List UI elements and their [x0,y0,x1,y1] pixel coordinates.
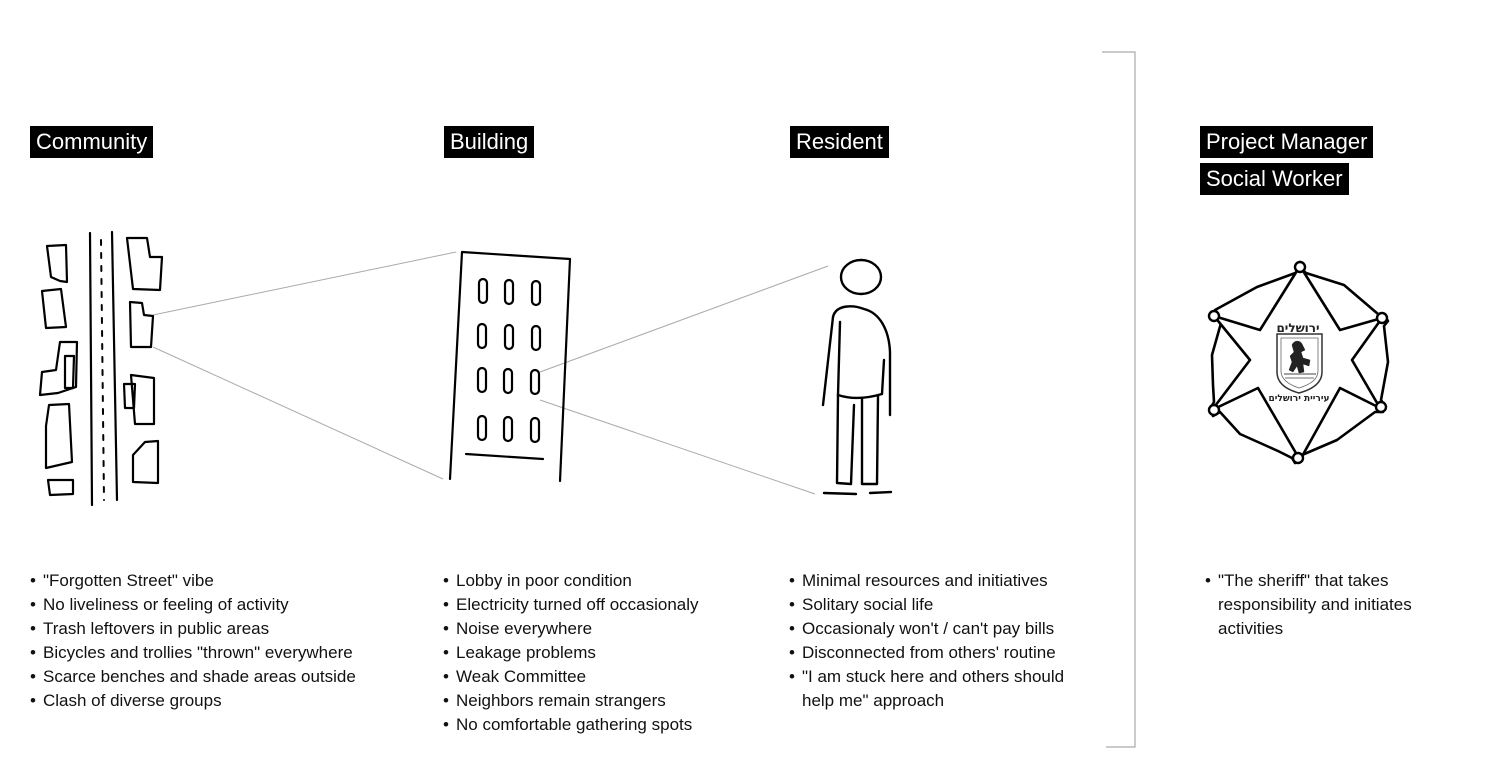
building-icon [448,250,572,483]
resident-title: Resident [790,126,889,158]
street-map-icon [38,230,164,507]
list-item: Minimal resources and initiatives [789,569,1089,593]
community-title: Community [30,126,154,158]
list-item: Scarce benches and shade areas outside [30,665,356,689]
list-item: "I am stuck here and others should help … [789,665,1089,713]
list-item: Bicycles and trollies "thrown" everywher… [30,641,356,665]
sheriff-star-icon [1207,260,1390,465]
list-item: Occasionaly won't / can't pay bills [789,617,1089,641]
list-item: Noise everywhere [443,617,699,641]
resident-figure-icon [821,258,893,496]
list-item: Electricity turned off occasionaly [443,593,699,617]
building-points: Lobby in poor condition Electricity turn… [443,569,699,737]
resident-points: Minimal resources and initiatives Solita… [789,569,1089,713]
list-item: "Forgotten Street" vibe [30,569,356,593]
list-item: Clash of diverse groups [30,689,356,713]
list-item: No liveliness or feeling of activity [30,593,356,617]
community-points: "Forgotten Street" vibe No liveliness or… [30,569,356,713]
roles-points: "The sheriff" that takes responsibility … [1205,569,1450,641]
building-title: Building [444,126,535,158]
divider-bracket [1102,51,1136,748]
list-item: Disconnected from others' routine [789,641,1089,665]
emblem-bottom-text: עיריית ירושלים [1269,394,1330,404]
list-item: No comfortable gathering spots [443,713,699,737]
project-manager-title: Project Manager [1200,126,1374,158]
list-item: "The sheriff" that takes responsibility … [1205,569,1450,641]
social-worker-title: Social Worker [1200,163,1349,195]
emblem-top-text: ירושלים [1276,321,1319,335]
list-item: Solitary social life [789,593,1089,617]
list-item: Weak Committee [443,665,699,689]
zoom-lines [152,251,829,495]
list-item: Lobby in poor condition [443,569,699,593]
list-item: Neighbors remain strangers [443,689,699,713]
list-item: Trash leftovers in public areas [30,617,356,641]
list-item: Leakage problems [443,641,699,665]
